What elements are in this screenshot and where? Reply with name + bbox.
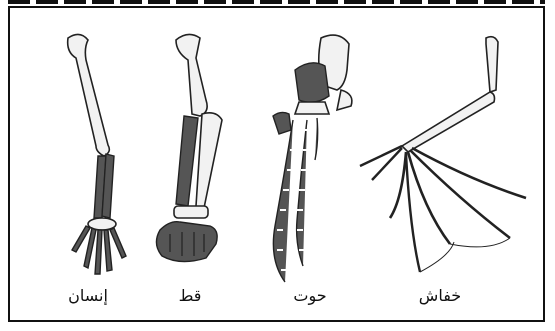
- label-human: إنسان: [48, 286, 128, 305]
- cat-forelimb-illustration: [140, 30, 240, 280]
- label-whale: حوت: [270, 286, 350, 305]
- label-bat: خفاش: [400, 286, 480, 305]
- whale-flipper-illustration: [255, 30, 365, 290]
- label-cat: قط: [150, 286, 230, 305]
- bat-wing-illustration: [350, 30, 535, 280]
- top-dashed-border: [8, 0, 545, 4]
- human-forelimb-illustration: [40, 30, 130, 280]
